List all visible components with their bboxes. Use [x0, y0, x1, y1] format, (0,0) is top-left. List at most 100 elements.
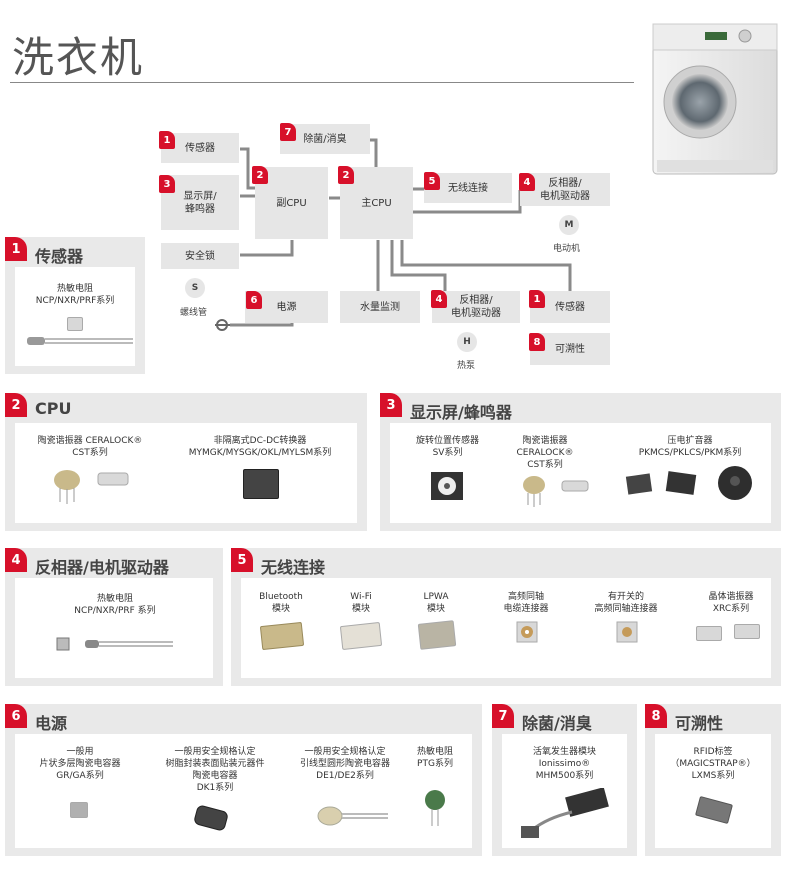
item-line: 模块: [351, 604, 370, 614]
motor-label: 电动机: [553, 244, 581, 254]
item-line: PKMCS/PKLCS/PKM系列: [638, 448, 742, 458]
item-line: 活氧发生器模块: [532, 747, 596, 757]
panel-wireless: 5 无线连接 Bluetooth 模块 Wi-Fi 模块 LPWA 模块 高频同…: [231, 548, 781, 686]
panel-power-badge: 6: [5, 704, 27, 728]
ceralock-small-image: [523, 476, 589, 507]
panel-inverter: 4 反相器/电机驱动器 热敏电阻 NCP/NXR/PRF 系列: [5, 548, 223, 686]
panel-wireless-badge: 5: [231, 548, 253, 572]
item-line: 电缆连接器: [503, 604, 549, 614]
buzzer-image: [625, 466, 752, 500]
node-safety-lock: 安全锁: [161, 243, 239, 269]
item-line: 热敏电阻: [96, 594, 133, 604]
switch-coax-image: [616, 621, 638, 643]
trace-item-rfid: RFID标签 （MAGICSTRAP®） LXMS系列: [655, 746, 771, 782]
motor-symbol: M: [559, 215, 579, 235]
heat-pump-label: 热泵: [457, 361, 476, 371]
power-item-mlcc: 一般用 片状多层陶瓷电容器 GR/GA系列: [25, 746, 135, 782]
coax-connector-image: [516, 621, 538, 643]
node-sterilize-badge: 7: [280, 123, 296, 141]
panel-traceability-title: 可溯性: [675, 714, 724, 733]
node-water-level: 水量监测: [340, 291, 420, 323]
item-line: CERALOCK®: [516, 448, 574, 458]
panel-sensor: 1 传感器 热敏电阻 NCP/NXR/PRF系列: [5, 237, 145, 374]
ceralock-image: [54, 470, 129, 504]
node-display-label: 显示屏/ 蜂鸣器: [183, 190, 217, 215]
node-sub-cpu-badge: 2: [252, 166, 268, 184]
item-line: Ionissimo®: [538, 759, 591, 769]
node-sensor-badge: 1: [159, 131, 175, 149]
solenoid-label: 螺线管: [180, 308, 208, 318]
item-line: 模块: [426, 604, 445, 614]
wireless-item-bluetooth: Bluetooth 模块: [246, 591, 316, 615]
solenoid-symbol: S: [185, 278, 205, 298]
panel-power: 6 电源 一般用 片状多层陶瓷电容器 GR/GA系列 一般用安全规格认定 树脂封…: [5, 704, 482, 856]
power-item-ptg: 热敏电阻 PTG系列: [405, 746, 465, 770]
item-line: 旋转位置传感器: [415, 436, 479, 446]
node-wireless-label: 无线连接: [448, 182, 488, 194]
item-line: 热敏电阻: [56, 284, 93, 294]
panel-sterilize-badge: 7: [492, 704, 514, 728]
display-item-ceralock: 陶瓷谐振器 CERALOCK® CST系列: [505, 435, 585, 471]
ionissimo-module-image: [521, 788, 609, 838]
heat-pump-symbol: H: [457, 332, 477, 352]
item-line: 一般用: [66, 747, 94, 757]
crystal-resonator-image-1: [696, 626, 722, 641]
item-line: 高频同轴连接器: [594, 604, 658, 614]
item-line: 非隔离式DC-DC转换器: [213, 436, 307, 446]
panel-display-title: 显示屏/蜂鸣器: [410, 403, 512, 422]
washing-machine-image: [652, 23, 778, 175]
rotary-sensor-image: [431, 472, 463, 500]
panel-sensor-title: 传感器: [35, 247, 84, 266]
ptg-thermistor-image: [425, 790, 445, 826]
node-safety-lock-label: 安全锁: [185, 250, 215, 262]
wireless-item-lpwa: LPWA 模块: [401, 591, 471, 615]
node-water-level-label: 水量监测: [360, 301, 400, 313]
de-capacitor-image: [317, 806, 388, 826]
item-line: SV系列: [432, 448, 463, 458]
item-line: 模块: [271, 604, 290, 614]
node-traceability-badge: 8: [529, 333, 545, 351]
node-inverter-top: 反相器/ 电机驱动器: [520, 173, 610, 206]
crystal-resonator-image-2: [734, 624, 760, 639]
node-wireless-badge: 5: [424, 172, 440, 190]
item-line: 热敏电阻: [416, 747, 453, 757]
node-traceability-label: 可溯性: [555, 343, 585, 355]
item-line: CST系列: [72, 448, 108, 458]
item-line: Bluetooth: [259, 592, 303, 602]
power-item-de: 一般用安全规格认定 引线型圆形陶瓷电容器 DE1/DE2系列: [285, 746, 405, 782]
item-line: 压电扩音器: [667, 436, 713, 446]
page-title: 洗衣机: [12, 33, 145, 82]
item-line: DE1/DE2系列: [316, 771, 374, 781]
node-display-badge: 3: [159, 175, 175, 193]
display-item-buzzer: 压电扩音器 PKMCS/PKLCS/PKM系列: [615, 435, 765, 459]
panel-cpu: 2 CPU 陶瓷谐振器 CERALOCK® CST系列 非隔离式DC-DC转换器…: [5, 393, 367, 531]
item-line: 高频同轴: [507, 592, 544, 602]
item-line: DK1系列: [196, 783, 234, 793]
title-divider: [10, 82, 634, 83]
wifi-module-image: [339, 621, 383, 651]
panel-inverter-title: 反相器/电机驱动器: [35, 558, 169, 577]
item-line: 引线型圆形陶瓷电容器: [299, 759, 390, 769]
item-line: NCP/NXR/PRF 系列: [74, 606, 156, 616]
node-sensor-mid-badge: 1: [529, 290, 545, 308]
item-line: 树脂封装表面贴装元器件: [165, 759, 265, 769]
wireless-item-switch-coax: 有开关的 高频同轴连接器: [576, 591, 676, 615]
item-line: CST系列: [527, 460, 563, 470]
item-line: Wi-Fi: [350, 592, 372, 602]
node-inverter-top-label: 反相器/ 电机驱动器: [540, 177, 590, 202]
dcdc-converter-image: [243, 469, 279, 499]
item-line: 陶瓷谐振器 CERALOCK®: [37, 436, 143, 446]
panel-traceability: 8 可溯性 RFID标签 （MAGICSTRAP®） LXMS系列: [645, 704, 781, 856]
cpu-item-ceralock: 陶瓷谐振器 CERALOCK® CST系列: [25, 435, 155, 459]
item-line: 一般用安全规格认定: [304, 747, 386, 757]
item-line: NCP/NXR/PRF系列: [35, 296, 115, 306]
item-line: PTG系列: [417, 759, 453, 769]
panel-power-title: 电源: [35, 714, 68, 733]
item-line: LXMS系列: [691, 771, 735, 781]
node-main-cpu-label: 主CPU: [361, 197, 392, 209]
item-line: MYMGK/MYSGK/OKL/MYLSM系列: [188, 448, 332, 458]
wireless-item-wifi: Wi-Fi 模块: [326, 591, 396, 615]
node-main-cpu-badge: 2: [338, 166, 354, 184]
node-power-badge: 6: [246, 291, 262, 309]
node-sensor-label: 传感器: [185, 142, 215, 154]
